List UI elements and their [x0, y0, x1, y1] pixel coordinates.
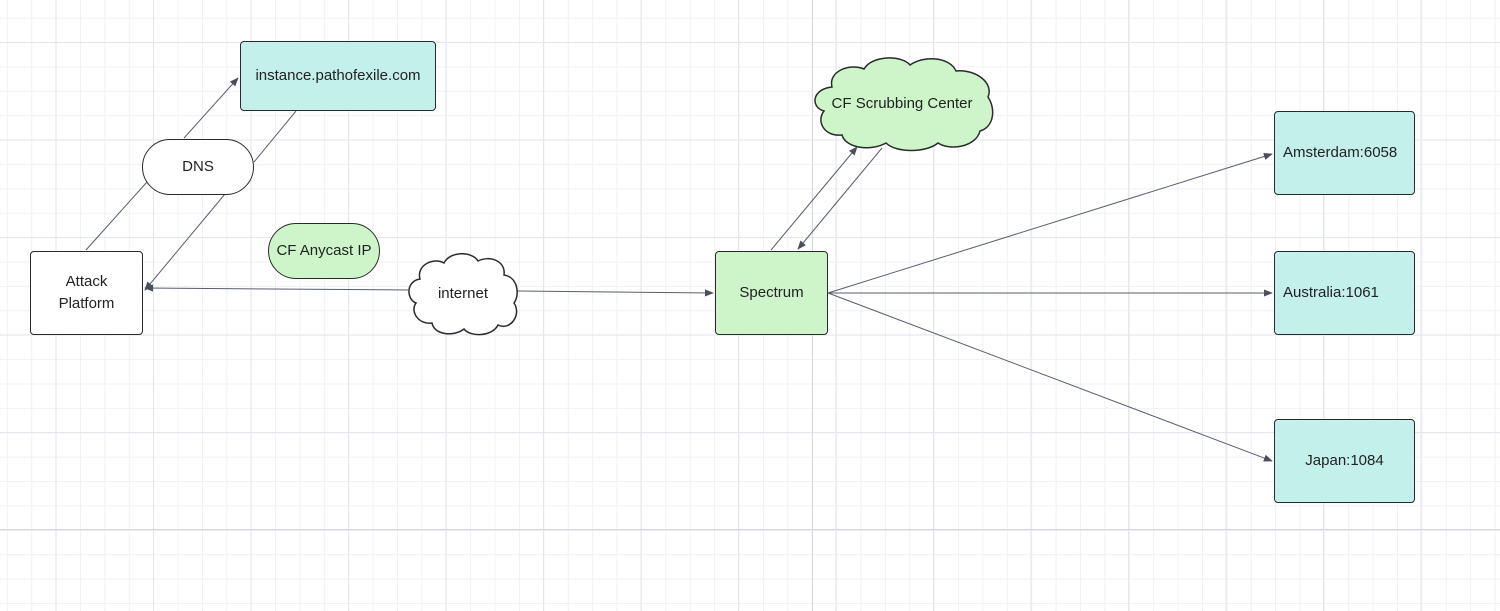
edge-spectrum-to-scrubbing[interactable] [770, 146, 858, 251]
node-scrubbing-label: CF Scrubbing Center [831, 94, 973, 112]
cloud-shape-icon [814, 57, 994, 152]
node-japan[interactable]: Japan:1084 [1274, 419, 1415, 503]
node-attack-platform[interactable]: Attack Platform [30, 251, 143, 335]
node-instance-label: instance.pathofexile.com [255, 67, 421, 84]
edge-internet-to-attack[interactable] [144, 284, 409, 292]
node-cf-anycast-label: CF Anycast IP [276, 242, 372, 259]
node-dns-label: DNS [182, 158, 214, 175]
node-amsterdam-label: Amsterdam:6058 [1283, 144, 1398, 161]
cloud-shape-icon [408, 253, 518, 336]
canvas-guide-horizontal [0, 529, 1500, 530]
edge-dns-to-attack[interactable] [144, 193, 226, 291]
edge-scrubbing-to-spectrum[interactable] [797, 147, 883, 250]
node-australia-label: Australia:1061 [1283, 284, 1379, 301]
node-internet-label: internet [437, 284, 489, 302]
node-australia[interactable]: Australia:1061 [1274, 251, 1415, 335]
node-spectrum[interactable]: Spectrum [715, 251, 828, 335]
edge-spectrum-to-amsterdam[interactable] [827, 152, 1273, 294]
edge-attack-to-dns[interactable] [85, 181, 148, 251]
edge-dns-to-instance[interactable] [183, 77, 239, 139]
node-dns[interactable]: DNS [142, 139, 254, 195]
node-cf-anycast-ip[interactable]: CF Anycast IP [268, 223, 380, 279]
node-attack-platform-label: Attack Platform [58, 273, 115, 312]
node-instance[interactable]: instance.pathofexile.com [240, 41, 436, 111]
edge-spectrum-to-japan[interactable] [827, 292, 1273, 462]
node-internet[interactable]: internet [406, 251, 520, 336]
edge-instance-to-dns[interactable] [253, 110, 297, 163]
node-spectrum-label: Spectrum [739, 284, 804, 301]
node-japan-label: Japan:1084 [1305, 452, 1384, 469]
edge-internet-to-spectrum[interactable] [517, 289, 714, 297]
node-cf-scrubbing-center[interactable]: CF Scrubbing Center [810, 55, 994, 152]
node-amsterdam[interactable]: Amsterdam:6058 [1274, 111, 1415, 195]
